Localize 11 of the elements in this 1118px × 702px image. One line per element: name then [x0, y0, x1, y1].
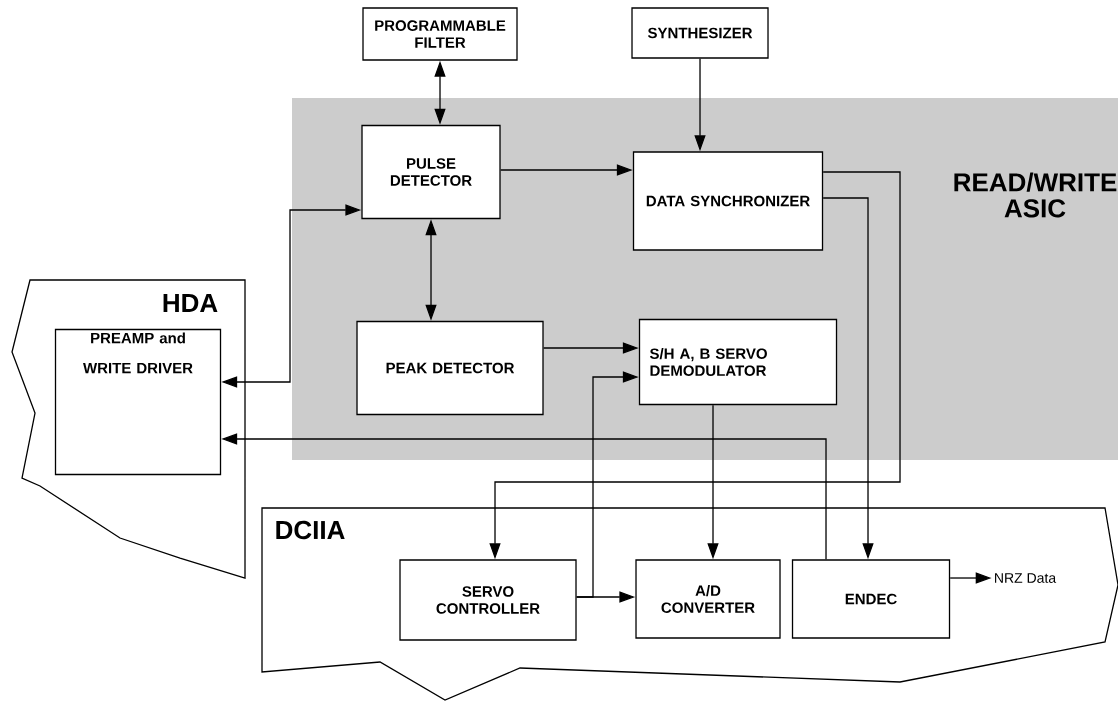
- block-box: S/H A, B SERVO DEMODULATOR: [638, 318, 838, 406]
- block-box: DATA SYNCHRONIZER: [632, 151, 824, 251]
- block-box: SERVO CONTROLLER: [399, 559, 577, 641]
- block-box: A/D CONVERTER: [635, 559, 781, 639]
- block-box: PREAMP and WRITE DRIVER: [54, 328, 222, 476]
- block-box: SYNTHESIZER: [631, 7, 769, 59]
- block-box: PROGRAMMABLE FILTER: [362, 7, 518, 61]
- block-box: PULSE DETECTOR: [361, 124, 501, 220]
- block-box: PEAK DETECTOR: [356, 320, 544, 416]
- signal-label: NRZ Data: [995, 573, 1057, 583]
- block-box: ENDEC: [791, 559, 951, 639]
